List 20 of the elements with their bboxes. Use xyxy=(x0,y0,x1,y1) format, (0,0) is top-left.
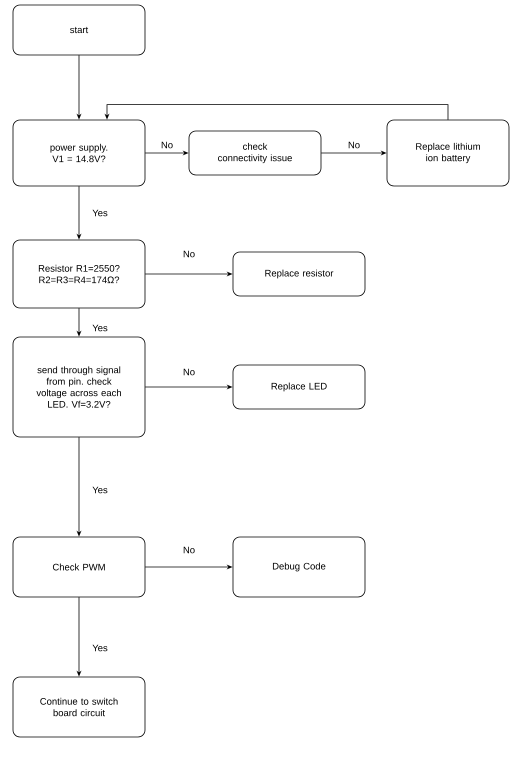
edge-label: Yes xyxy=(91,324,109,332)
edge-label: Yes xyxy=(91,208,109,218)
process-box: Check PWM xyxy=(12,536,146,598)
edge-label: No xyxy=(182,250,196,258)
process-box: Replace LED xyxy=(232,364,366,410)
process-box: Resistor R1=2550? R2=R3=R4=174Ω? xyxy=(12,240,146,308)
process-box: send through signal from pin. check voltage across each LED. Vf=3.2V? xyxy=(12,336,146,438)
process-box: start xyxy=(12,4,146,56)
process-box: Debug Code xyxy=(232,536,366,598)
edge-label: No xyxy=(346,140,362,150)
process-box: Replace lithium ion battery xyxy=(386,120,510,186)
edge-label: Yes xyxy=(91,486,109,494)
edge-label: No xyxy=(182,546,196,554)
edge-label: Yes xyxy=(91,644,109,652)
process-box: power supply. V1 = 14.8V? xyxy=(12,120,146,186)
process-box: check connectivity issue xyxy=(188,130,322,176)
edge-label: No xyxy=(160,140,174,150)
process-box: Replace resistor xyxy=(232,252,366,296)
process-box: Continue to switch board circuit xyxy=(12,676,146,738)
edge-label: No xyxy=(182,368,196,376)
